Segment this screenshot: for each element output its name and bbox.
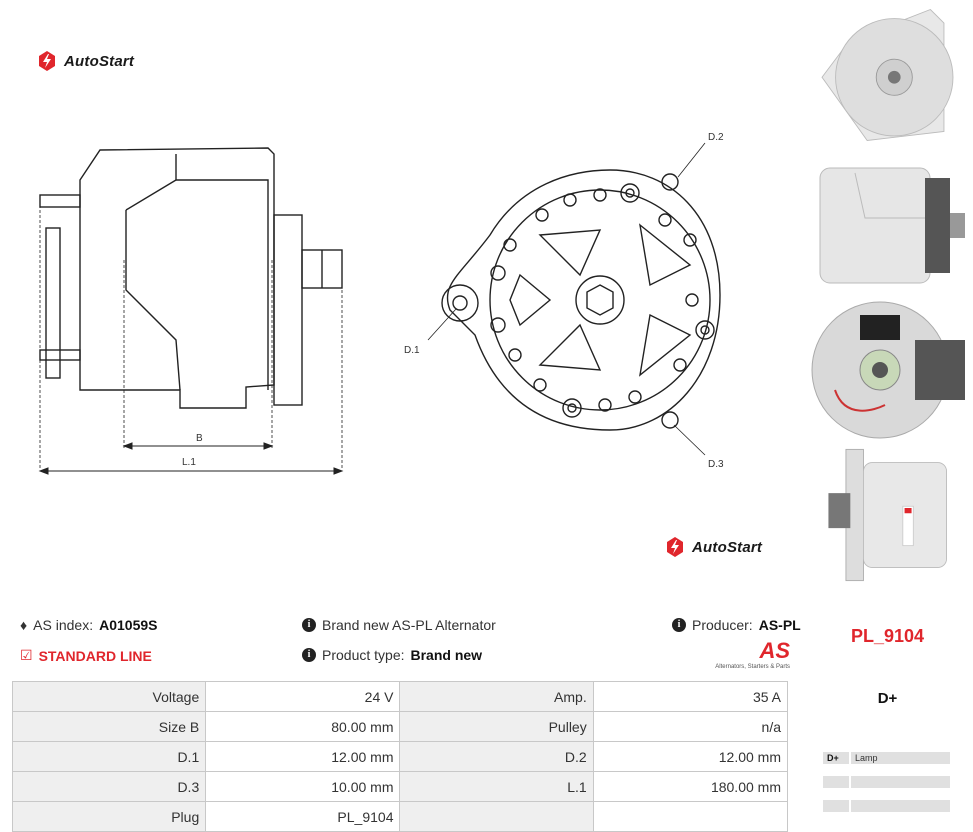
front-view-drawing: D.2 D.3 D.1 — [400, 125, 740, 475]
plug-pin-name: D+ — [823, 752, 849, 764]
spec-value — [592, 801, 789, 832]
producer-label: Producer: — [692, 617, 753, 633]
product-photo-front — [805, 5, 970, 150]
dim-d3-label: D.3 — [708, 459, 724, 470]
as-index-value: A01059S — [99, 617, 158, 633]
spec-value: 24 V — [205, 681, 401, 712]
spec-value: n/a — [592, 711, 789, 742]
plug-pin-row — [823, 776, 950, 788]
spec-label: Amp. — [399, 681, 594, 712]
product-type-value: Brand new — [410, 647, 483, 663]
spec-label — [399, 801, 594, 832]
brand-logo-top: AutoStart — [36, 50, 134, 72]
spec-label: Voltage — [11, 681, 207, 712]
spec-value: 80.00 mm — [205, 711, 401, 742]
product-type-label: Product type: — [322, 647, 405, 663]
spec-label: D.2 — [399, 741, 594, 772]
as-index-label: AS index: — [33, 617, 94, 633]
info-icon: i — [672, 618, 686, 632]
brand-new-row: i Brand new AS-PL Alternator — [302, 617, 496, 633]
plug-pin-name — [823, 776, 849, 788]
producer-logo-tagline: Alternators, Starters & Parts — [715, 664, 790, 670]
spec-value: 12.00 mm — [205, 741, 401, 772]
producer-row: i Producer: AS-PL — [672, 617, 801, 633]
producer-value: AS-PL — [758, 617, 801, 633]
plug-pin-row: D+Lamp — [823, 752, 950, 764]
autostart-logo-icon — [39, 51, 55, 71]
spec-label: L.1 — [399, 771, 594, 802]
brand-name: AutoStart — [692, 538, 763, 556]
plug-pin-row — [823, 800, 950, 812]
info-icon: i — [302, 618, 316, 632]
standard-line-label: STANDARD LINE — [38, 647, 152, 664]
dim-d2-label: D.2 — [708, 132, 724, 143]
standard-line-row: ☑ STANDARD LINE — [20, 647, 152, 664]
check-square-icon: ☑ — [20, 647, 33, 663]
spec-value: 180.00 mm — [592, 771, 789, 802]
spec-value: PL_9104 — [205, 801, 401, 832]
plug-pin-description — [851, 776, 950, 788]
brand-new-text: Brand new AS-PL Alternator — [322, 617, 496, 633]
as-index-row: ♦ AS index: A01059S — [20, 617, 157, 633]
dim-l1-label: L.1 — [182, 457, 196, 468]
spec-value: 35 A — [592, 681, 789, 712]
dim-d1-label: D.1 — [404, 345, 420, 356]
brand-name: AutoStart — [64, 52, 135, 70]
product-type-row: i Product type: Brand new — [302, 647, 482, 663]
spec-label: Pulley — [399, 711, 594, 742]
spec-label: Size B — [11, 711, 207, 742]
plug-pin-description: Lamp — [851, 752, 950, 764]
dim-b-label: B — [196, 433, 203, 444]
product-photo-label — [805, 445, 970, 590]
spec-label: D.1 — [11, 741, 207, 772]
spec-value: 10.00 mm — [205, 771, 401, 802]
brand-logo-bottom: AutoStart — [664, 536, 762, 558]
plug-diagram-title: D+ — [877, 690, 898, 707]
spec-label: Plug — [11, 801, 207, 832]
spec-label: D.3 — [11, 771, 207, 802]
plug-code-title: PL_9104 — [850, 626, 925, 646]
spec-value: 12.00 mm — [592, 741, 789, 772]
product-photo-rear — [805, 300, 970, 445]
producer-logo-mark: AS — [759, 638, 790, 663]
producer-logo: AS Alternators, Starters & Parts — [705, 638, 790, 671]
tags-icon: ♦ — [20, 617, 28, 633]
plug-pin-name — [823, 800, 849, 812]
plug-pin-table: D+Lamp — [823, 752, 950, 824]
autostart-logo-icon — [667, 537, 683, 557]
info-icon: i — [302, 648, 316, 662]
plug-pin-description — [851, 800, 950, 812]
side-view-drawing: B L.1 — [36, 140, 356, 480]
product-photo-side — [805, 158, 970, 303]
